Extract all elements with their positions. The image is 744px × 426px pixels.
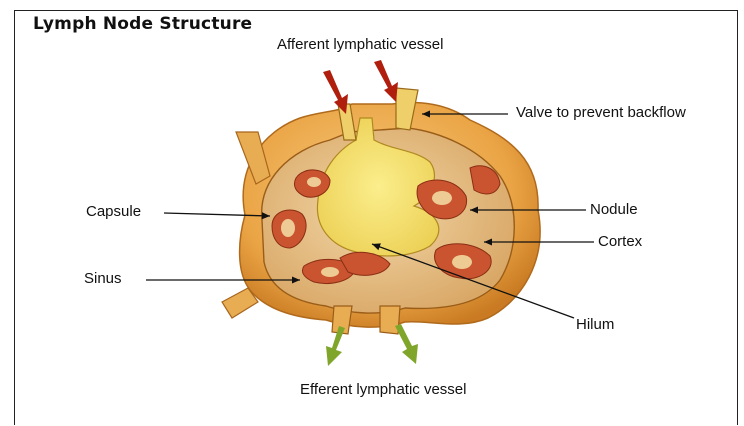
label-cortex: Cortex — [598, 233, 642, 250]
label-capsule: Capsule — [86, 203, 141, 220]
label-afferent-vessel: Afferent lymphatic vessel — [277, 36, 443, 53]
outflow-arrow — [395, 324, 418, 364]
inflow-arrow — [323, 70, 348, 114]
label-valve: Valve to prevent backflow — [516, 104, 686, 121]
inflow-arrow — [374, 60, 398, 102]
efferent-flow-arrows — [326, 324, 418, 366]
label-efferent-vessel: Efferent lymphatic vessel — [300, 381, 466, 398]
label-nodule: Nodule — [590, 201, 638, 218]
label-sinus: Sinus — [84, 270, 122, 287]
label-hilum: Hilum — [576, 316, 614, 333]
